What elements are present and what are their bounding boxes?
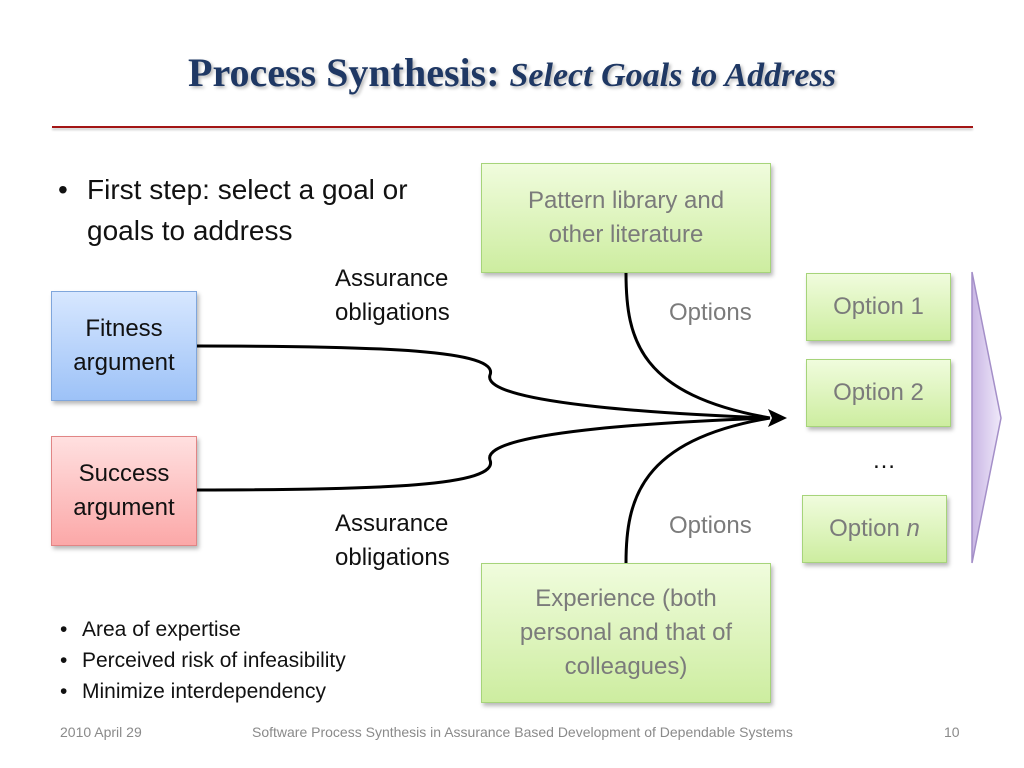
main-bullet: • First step: select a goal or goals to …	[58, 169, 458, 251]
main-bullet-text: First step: select a goal or goals to ad…	[87, 174, 408, 246]
title-divider	[52, 126, 973, 128]
fitness-connector	[196, 344, 771, 420]
option-n-prefix: Option	[829, 515, 900, 542]
arrowhead-icon	[768, 409, 787, 427]
criteria-text: Minimize interdependency	[82, 680, 326, 703]
fitness-argument-box: Fitness argument	[51, 291, 197, 401]
bullet-icon: •	[60, 618, 68, 641]
options-label-bottom: Options	[669, 512, 752, 539]
option-2-label: Option 2	[833, 379, 924, 406]
footer-date: 2010 April 29	[60, 724, 142, 740]
bullet-icon: •	[60, 649, 68, 672]
slide-title: Process Synthesis: Select Goals to Addre…	[0, 46, 1024, 103]
option-n-box: Option n	[802, 495, 947, 563]
pattern-library-box: Pattern library and other literature	[481, 163, 771, 273]
experience-label: Experience (both personal and that of co…	[519, 585, 733, 680]
option-1-label: Option 1	[833, 293, 924, 320]
success-argument-box: Success argument	[51, 436, 197, 546]
criteria-text: Area of expertise	[82, 618, 241, 641]
option-2-box: Option 2	[806, 359, 951, 427]
title-main: Process Synthesis:	[188, 50, 500, 95]
fitness-argument-label: Fitness argument	[73, 315, 175, 376]
criteria-item: • Area of expertise	[60, 614, 346, 645]
option-n-label: Option n	[829, 512, 920, 546]
footer-title: Software Process Synthesis in Assurance …	[252, 724, 793, 740]
criteria-text: Perceived risk of infeasibility	[82, 649, 346, 672]
experience-connector	[624, 416, 771, 564]
option-1-box: Option 1	[806, 273, 951, 341]
assurance-obligations-bottom: Assurance obligations	[335, 510, 450, 571]
bullet-icon: •	[60, 680, 68, 703]
bullet-icon: •	[58, 174, 68, 205]
footer-page-number: 10	[944, 724, 960, 740]
assurance-obligations-top: Assurance obligations	[335, 265, 450, 326]
experience-box: Experience (both personal and that of co…	[481, 563, 771, 703]
option-n-variable: n	[906, 515, 920, 542]
success-connector	[196, 416, 771, 492]
criteria-item: • Minimize interdependency	[60, 676, 346, 707]
title-subtitle: Select Goals to Address	[509, 57, 836, 94]
criteria-list: • Area of expertise • Perceived risk of …	[60, 614, 346, 707]
criteria-item: • Perceived risk of infeasibility	[60, 645, 346, 676]
success-argument-label: Success argument	[73, 460, 175, 521]
pattern-library-label: Pattern library and other literature	[527, 187, 725, 248]
ellipsis: …	[872, 447, 896, 474]
options-label-top: Options	[669, 299, 752, 326]
chevron-arrow-icon	[971, 271, 1002, 564]
pattern-connector	[624, 272, 771, 420]
